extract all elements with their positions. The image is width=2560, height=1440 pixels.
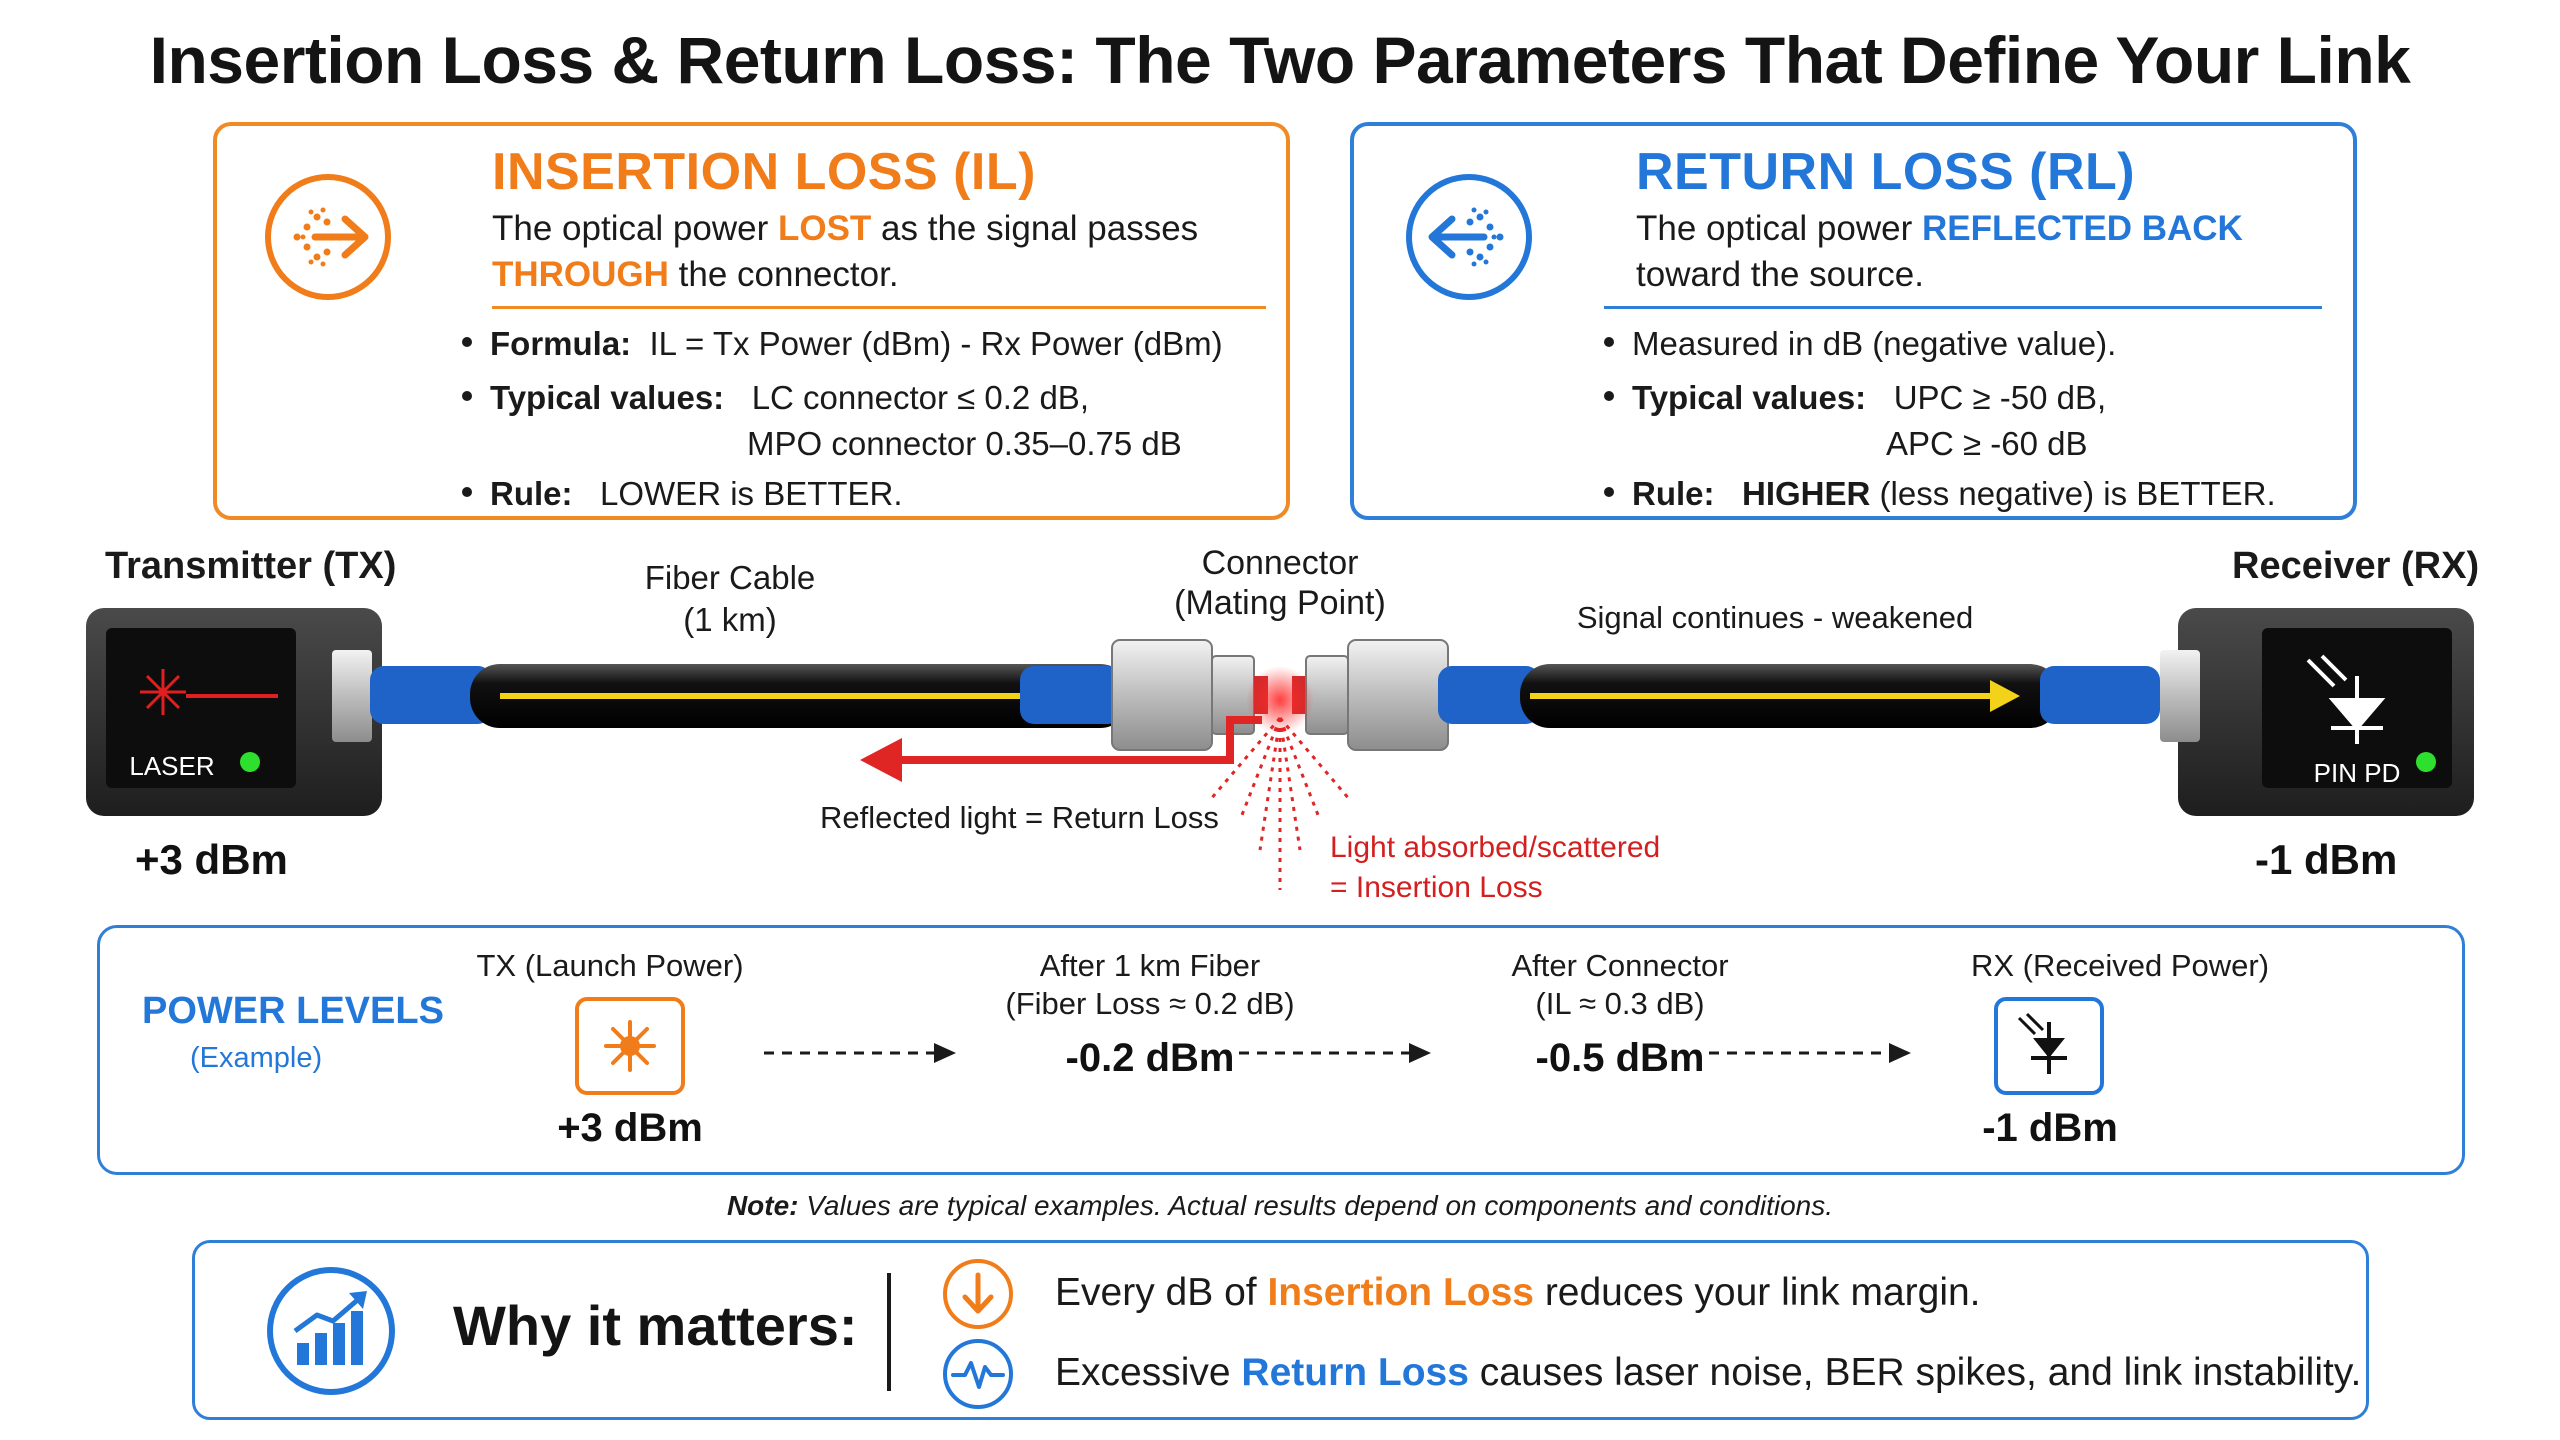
growth-chart-icon bbox=[267, 1267, 395, 1395]
laser-launch-icon bbox=[575, 997, 685, 1095]
power-levels-sub: (Example) bbox=[190, 1042, 323, 1074]
scatter-rays bbox=[1208, 717, 1352, 890]
power-levels-panel: POWER LEVELS (Example) TX (Launch Power)… bbox=[97, 925, 2465, 1175]
connector-boot-left bbox=[1020, 666, 1122, 724]
return-loss-card: RETURN LOSS (RL) The optical power REFLE… bbox=[1350, 122, 2357, 520]
signal-label: Signal continues - weakened bbox=[1576, 600, 1974, 635]
connector-right bbox=[1292, 639, 1449, 751]
il-formula: Formula: IL = Tx Power (dBm) - Rx Power … bbox=[462, 322, 1223, 366]
stage-tx-value: +3 dBm bbox=[557, 1106, 703, 1150]
rx-boot bbox=[2040, 666, 2160, 724]
connector-label: Connector(Mating Point) bbox=[1174, 544, 1386, 622]
stage-rx-value: -1 dBm bbox=[1982, 1106, 2118, 1150]
reflected-arrowhead bbox=[860, 738, 902, 782]
rx-status-led bbox=[2416, 752, 2436, 772]
connector-boot-right bbox=[1438, 666, 1540, 724]
transmitter-device bbox=[86, 608, 382, 816]
power-levels-heading: POWER LEVELS bbox=[142, 990, 444, 1032]
page-title: Insertion Loss & Return Loss: The Two Pa… bbox=[149, 23, 2411, 97]
stage-connector-label: After Connector bbox=[1511, 948, 1729, 983]
photodiode-receive-icon bbox=[1994, 997, 2104, 1095]
stage-fiber-sublabel: (Fiber Loss ≈ 0.2 dB) bbox=[1005, 986, 1295, 1021]
laser-label: LASER bbox=[129, 751, 214, 781]
tx-label: Transmitter (TX) bbox=[105, 545, 397, 587]
stage-tx-label: TX (Launch Power) bbox=[476, 948, 744, 983]
tx-status-led bbox=[240, 752, 260, 772]
rl-description: The optical power REFLECTED BACK toward … bbox=[1636, 209, 2243, 294]
rx-label: Receiver (RX) bbox=[2232, 545, 2480, 587]
why-divider bbox=[887, 1273, 891, 1391]
stage-fiber-value: -0.2 dBm bbox=[1065, 1036, 1235, 1080]
il-heading: INSERTION LOSS (IL) bbox=[492, 143, 1036, 201]
stage-connector-value: -0.5 dBm bbox=[1535, 1036, 1705, 1080]
rl-typical-2: APC ≥ -60 dB bbox=[1886, 425, 2088, 462]
pin-pd-label: PIN PD bbox=[2314, 758, 2401, 788]
rl-measured: Measured in dB (negative value). bbox=[1604, 322, 2116, 366]
reflected-arrow bbox=[900, 716, 1240, 764]
rl-heading: RETURN LOSS (RL) bbox=[1636, 143, 2136, 201]
il-divider bbox=[492, 306, 1266, 309]
why-it-matters-panel: Why it matters: Every dB of Insertion Lo… bbox=[192, 1240, 2369, 1420]
arrow-through-dots-icon bbox=[265, 174, 391, 300]
il-description: The optical power LOST as the signal pas… bbox=[492, 209, 1199, 294]
pulse-icon bbox=[943, 1339, 1013, 1409]
fiber-cable-label: Fiber Cable(1 km) bbox=[644, 559, 816, 638]
reflected-label: Reflected light = Return Loss bbox=[820, 800, 1219, 835]
flow-arrow-1 bbox=[764, 1043, 956, 1063]
il-typical: Typical values: LC connector ≤ 0.2 dB, bbox=[462, 376, 1089, 420]
down-arrow-icon bbox=[943, 1259, 1013, 1329]
why-line-2: Excessive Return Loss causes laser noise… bbox=[1055, 1351, 2362, 1394]
tx-power: +3 dBm bbox=[135, 836, 288, 883]
why-line-1: Every dB of Insertion Loss reduces your … bbox=[1055, 1271, 1981, 1314]
rx-power: -1 dBm bbox=[2255, 836, 2398, 883]
insertion-loss-card: INSERTION LOSS (IL) The optical power LO… bbox=[213, 122, 1290, 520]
tx-boot bbox=[370, 666, 492, 724]
flow-arrow-2 bbox=[1239, 1043, 1431, 1063]
note: Note: Values are typical examples. Actua… bbox=[726, 1190, 1834, 1221]
mating-point-glow bbox=[1246, 666, 1314, 734]
stage-connector-sublabel: (IL ≈ 0.3 dB) bbox=[1535, 986, 1705, 1021]
photodiode-icon bbox=[2306, 654, 2386, 744]
flow-arrow-3 bbox=[1709, 1043, 1911, 1063]
signal-arrowhead bbox=[1990, 680, 2020, 712]
link-diagram: LASER PIN PD bbox=[86, 608, 2474, 890]
why-heading: Why it matters: bbox=[453, 1294, 858, 1357]
stage-fiber-label: After 1 km Fiber bbox=[1039, 948, 1261, 983]
stage-rx-label: RX (Received Power) bbox=[1970, 948, 2270, 983]
il-typical-2: MPO connector 0.35–0.75 dB bbox=[747, 425, 1182, 462]
rl-divider bbox=[1604, 306, 2322, 309]
arrow-back-dots-icon bbox=[1406, 174, 1532, 300]
laser-icon bbox=[140, 669, 278, 715]
rl-rule: Rule: HIGHER (less negative) is BETTER. bbox=[1604, 472, 2276, 516]
absorbed-label: Light absorbed/scattered= Insertion Loss bbox=[1330, 831, 1661, 904]
il-rule: Rule: LOWER is BETTER. bbox=[462, 472, 903, 516]
rl-typical: Typical values: UPC ≥ -50 dB, bbox=[1604, 376, 2106, 420]
connector-left bbox=[1111, 639, 1268, 751]
